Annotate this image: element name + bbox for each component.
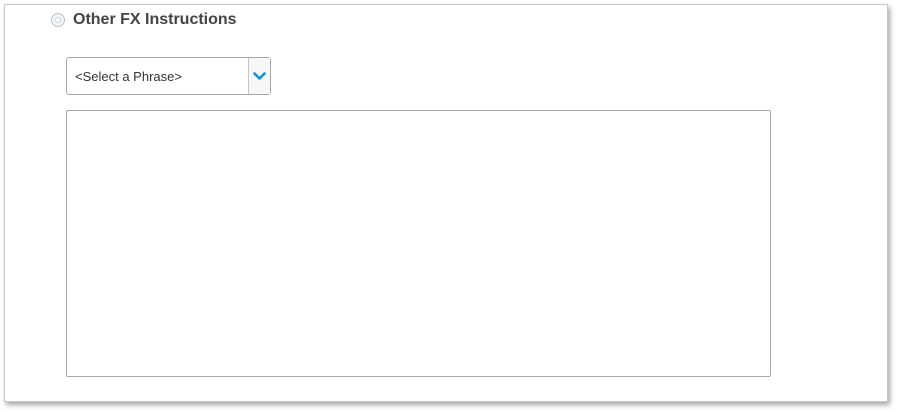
phrase-select-toggle[interactable] (248, 58, 270, 94)
phrase-select-value: <Select a Phrase> (75, 68, 182, 84)
phrase-select[interactable]: <Select a Phrase> (66, 57, 271, 95)
other-fx-instructions-option[interactable]: Other FX Instructions (51, 11, 237, 29)
fx-instructions-panel: Other FX Instructions <Select a Phrase> (4, 4, 888, 402)
chevron-down-icon (253, 71, 266, 80)
other-fx-instructions-label: Other FX Instructions (73, 11, 237, 28)
fx-instructions-textarea[interactable] (66, 110, 771, 377)
other-fx-instructions-radio[interactable] (51, 13, 65, 27)
